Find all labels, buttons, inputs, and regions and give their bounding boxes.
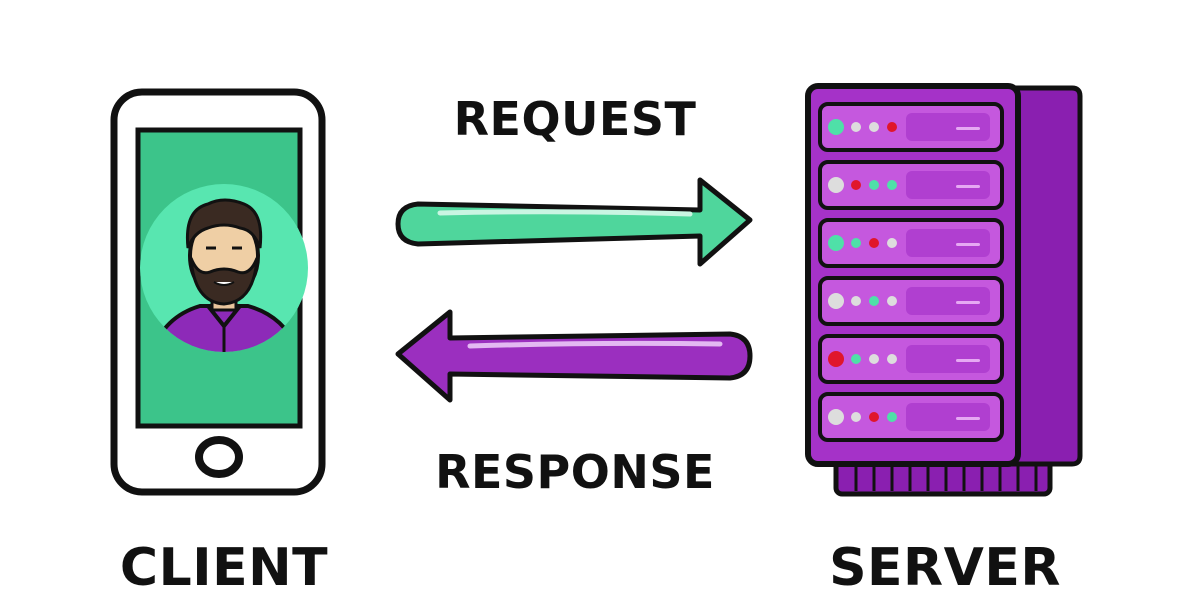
status-led-icon: [887, 238, 897, 248]
status-led-icon: [828, 235, 844, 251]
server-bay: [818, 160, 1004, 210]
server-bay: [818, 334, 1004, 384]
response-label: RESPONSE: [435, 445, 715, 499]
status-led-icon: [869, 412, 879, 422]
status-led-icon: [869, 238, 879, 248]
status-led-icon: [828, 177, 844, 193]
status-led-icon: [851, 412, 861, 422]
status-led-icon: [869, 180, 879, 190]
server-bay: [818, 392, 1004, 442]
status-led-icon: [869, 296, 879, 306]
server-bay: [818, 218, 1004, 268]
status-led-icon: [851, 296, 861, 306]
status-led-icon: [851, 354, 861, 364]
status-led-icon: [887, 122, 897, 132]
status-led-icon: [887, 412, 897, 422]
status-led-icon: [887, 296, 897, 306]
server-bays: [818, 102, 1004, 442]
status-led-icon: [828, 119, 844, 135]
status-led-icon: [887, 354, 897, 364]
home-button-icon: [195, 436, 243, 478]
response-arrow-icon: [395, 309, 753, 403]
status-led-icon: [851, 122, 861, 132]
server-icon: [805, 83, 1083, 497]
status-led-icon: [869, 122, 879, 132]
status-led-icon: [869, 354, 879, 364]
server-bay: [818, 276, 1004, 326]
client-label: CLIENT: [120, 538, 328, 598]
status-led-icon: [828, 293, 844, 309]
server-label: SERVER: [829, 538, 1061, 598]
status-led-icon: [851, 238, 861, 248]
status-led-icon: [887, 180, 897, 190]
phone-icon: [110, 88, 326, 496]
status-led-icon: [828, 409, 844, 425]
status-led-icon: [828, 351, 844, 367]
request-label: REQUEST: [454, 92, 697, 146]
status-led-icon: [851, 180, 861, 190]
request-arrow-icon: [395, 177, 753, 267]
server-bay: [818, 102, 1004, 152]
